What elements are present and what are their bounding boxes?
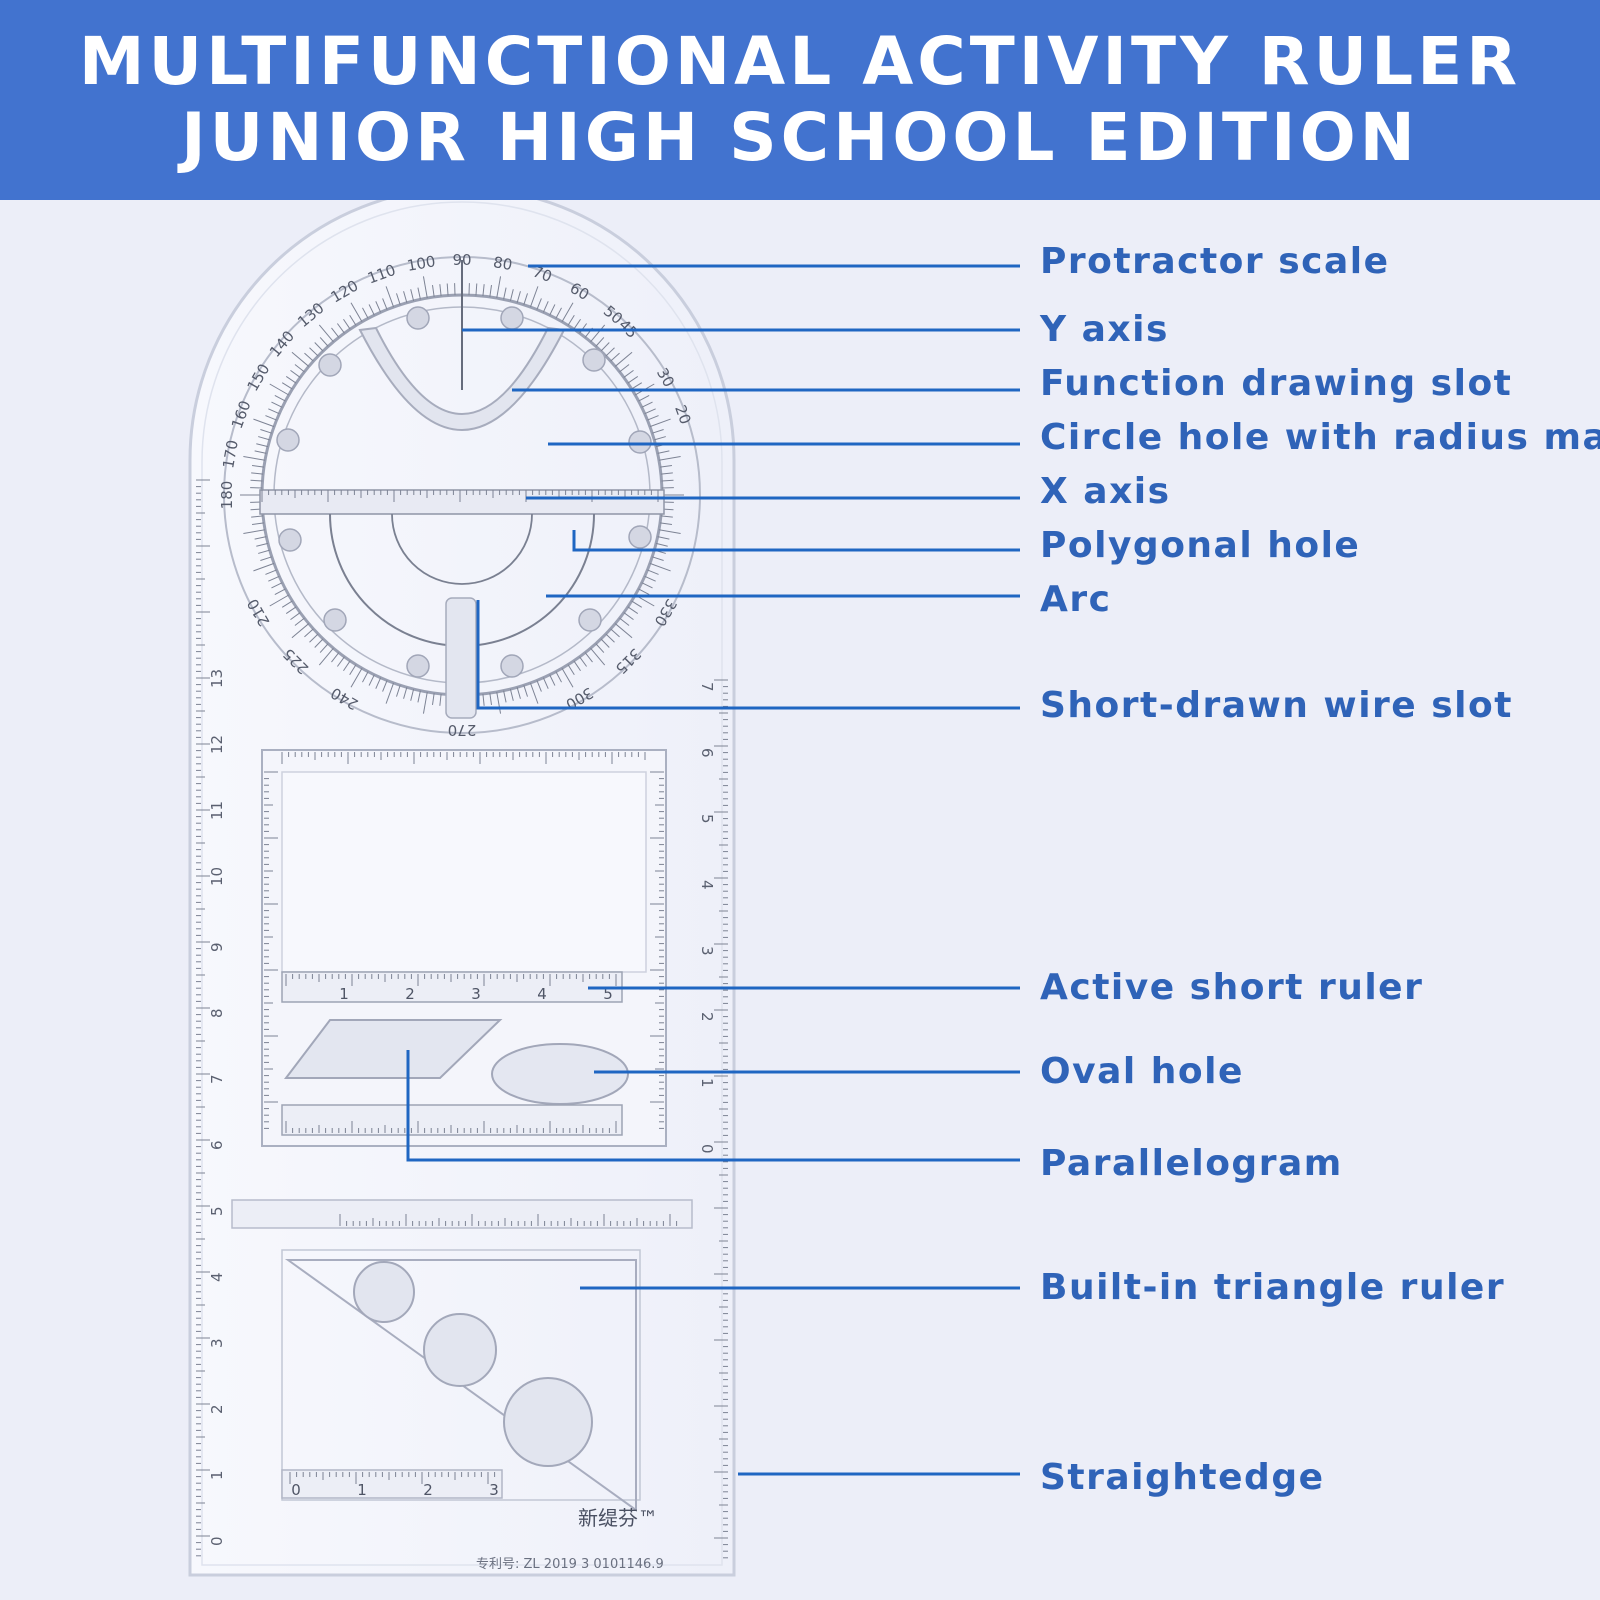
callout-leaders <box>406 264 1020 1476</box>
callout-function-drawing-slot: Function drawing slot <box>1040 363 1513 404</box>
left-scale-label: 1 <box>208 1470 226 1480</box>
callout-protractor-scale: Protractor scale <box>1040 241 1390 282</box>
protractor-label: 100 <box>406 252 437 275</box>
callout-arc: Arc <box>1040 579 1112 620</box>
triangle-scale-label: 3 <box>489 1481 499 1499</box>
protractor-label: 70 <box>530 262 554 285</box>
left-scale-label: 6 <box>208 1140 226 1150</box>
protractor-label: 270 <box>448 721 477 739</box>
left-scale-label: 8 <box>208 1008 226 1018</box>
left-scale-label: 5 <box>208 1206 226 1216</box>
protractor-label: 170 <box>219 439 242 470</box>
title-line-1: MULTIFUNCTIONAL ACTIVITY RULER <box>78 23 1522 100</box>
left-scale-label: 9 <box>208 942 226 952</box>
callout-circle-hole-radius-mark: Circle hole with radius mark <box>1040 417 1600 458</box>
triangle-scale-label: 0 <box>291 1481 301 1499</box>
left-scale-label: 12 <box>208 735 226 754</box>
active-short-ruler <box>281 971 623 1003</box>
callout-x-axis: X axis <box>1040 471 1171 512</box>
right-scale-label: 0 <box>698 1144 716 1154</box>
left-scale-label: 0 <box>208 1536 226 1546</box>
left-scale-label: 11 <box>208 801 226 820</box>
callout-parallelogram: Parallelogram <box>1040 1143 1343 1184</box>
triangle-scale-label: 1 <box>357 1481 367 1499</box>
right-scale-label: 2 <box>698 1012 716 1022</box>
callout-oval-hole: Oval hole <box>1040 1051 1244 1092</box>
short-ruler-label: 3 <box>471 985 481 1003</box>
protractor-label: 80 <box>492 253 514 274</box>
parallelogram <box>283 1019 503 1079</box>
left-scale-label: 7 <box>208 1074 226 1084</box>
short-drawn-wire-slot <box>445 597 477 719</box>
triangle-scale-label: 2 <box>423 1481 433 1499</box>
left-scale-label: 2 <box>208 1404 226 1414</box>
title-line-2: JUNIOR HIGH SCHOOL EDITION <box>181 99 1419 176</box>
left-scale-label: 4 <box>208 1272 226 1282</box>
left-scale-label: 3 <box>208 1338 226 1348</box>
x-axis <box>259 489 665 515</box>
leader-line <box>406 1050 1020 1162</box>
short-ruler-label: 4 <box>537 985 547 1003</box>
callout-straightedge: Straightedge <box>1040 1457 1325 1498</box>
left-scale-label: 10 <box>208 867 226 886</box>
callout-y-axis: Y axis <box>1040 309 1169 350</box>
patent-number: 专利号: ZL 2019 3 0101146.9 <box>476 1557 664 1572</box>
right-straightedge-scale: 7 6 5 4 3 2 1 0 <box>698 679 728 1559</box>
callout-active-short-ruler: Active short ruler <box>1040 967 1424 1008</box>
right-scale-label: 1 <box>698 1078 716 1088</box>
short-ruler-label: 1 <box>339 985 349 1003</box>
right-scale-label: 3 <box>698 946 716 956</box>
short-ruler-label: 2 <box>405 985 415 1003</box>
right-scale-label: 4 <box>698 880 716 890</box>
right-scale-label: 5 <box>698 814 716 824</box>
built-in-triangle-ruler <box>281 1249 641 1501</box>
brand-mark: 新缇芬™ <box>578 1506 658 1530</box>
leader-line <box>476 600 1020 710</box>
leader-line <box>572 530 1020 552</box>
protractor-label: 20 <box>671 403 694 427</box>
right-scale-label: 6 <box>698 748 716 758</box>
oval-hole <box>491 1043 629 1105</box>
protractor-label: 180 <box>218 481 236 510</box>
title-banner: MULTIFUNCTIONAL ACTIVITY RULER JUNIOR HI… <box>0 0 1600 200</box>
short-ruler-label: 5 <box>603 985 613 1003</box>
callout-built-in-triangle-ruler: Built-in triangle ruler <box>1040 1267 1506 1308</box>
callout-polygonal-hole: Polygonal hole <box>1040 525 1361 566</box>
callout-short-drawn-wire-slot: Short-drawn wire slot <box>1040 685 1513 726</box>
left-scale-label: 13 <box>208 669 226 688</box>
circle-holes <box>276 306 652 678</box>
right-scale-label: 7 <box>698 682 716 692</box>
